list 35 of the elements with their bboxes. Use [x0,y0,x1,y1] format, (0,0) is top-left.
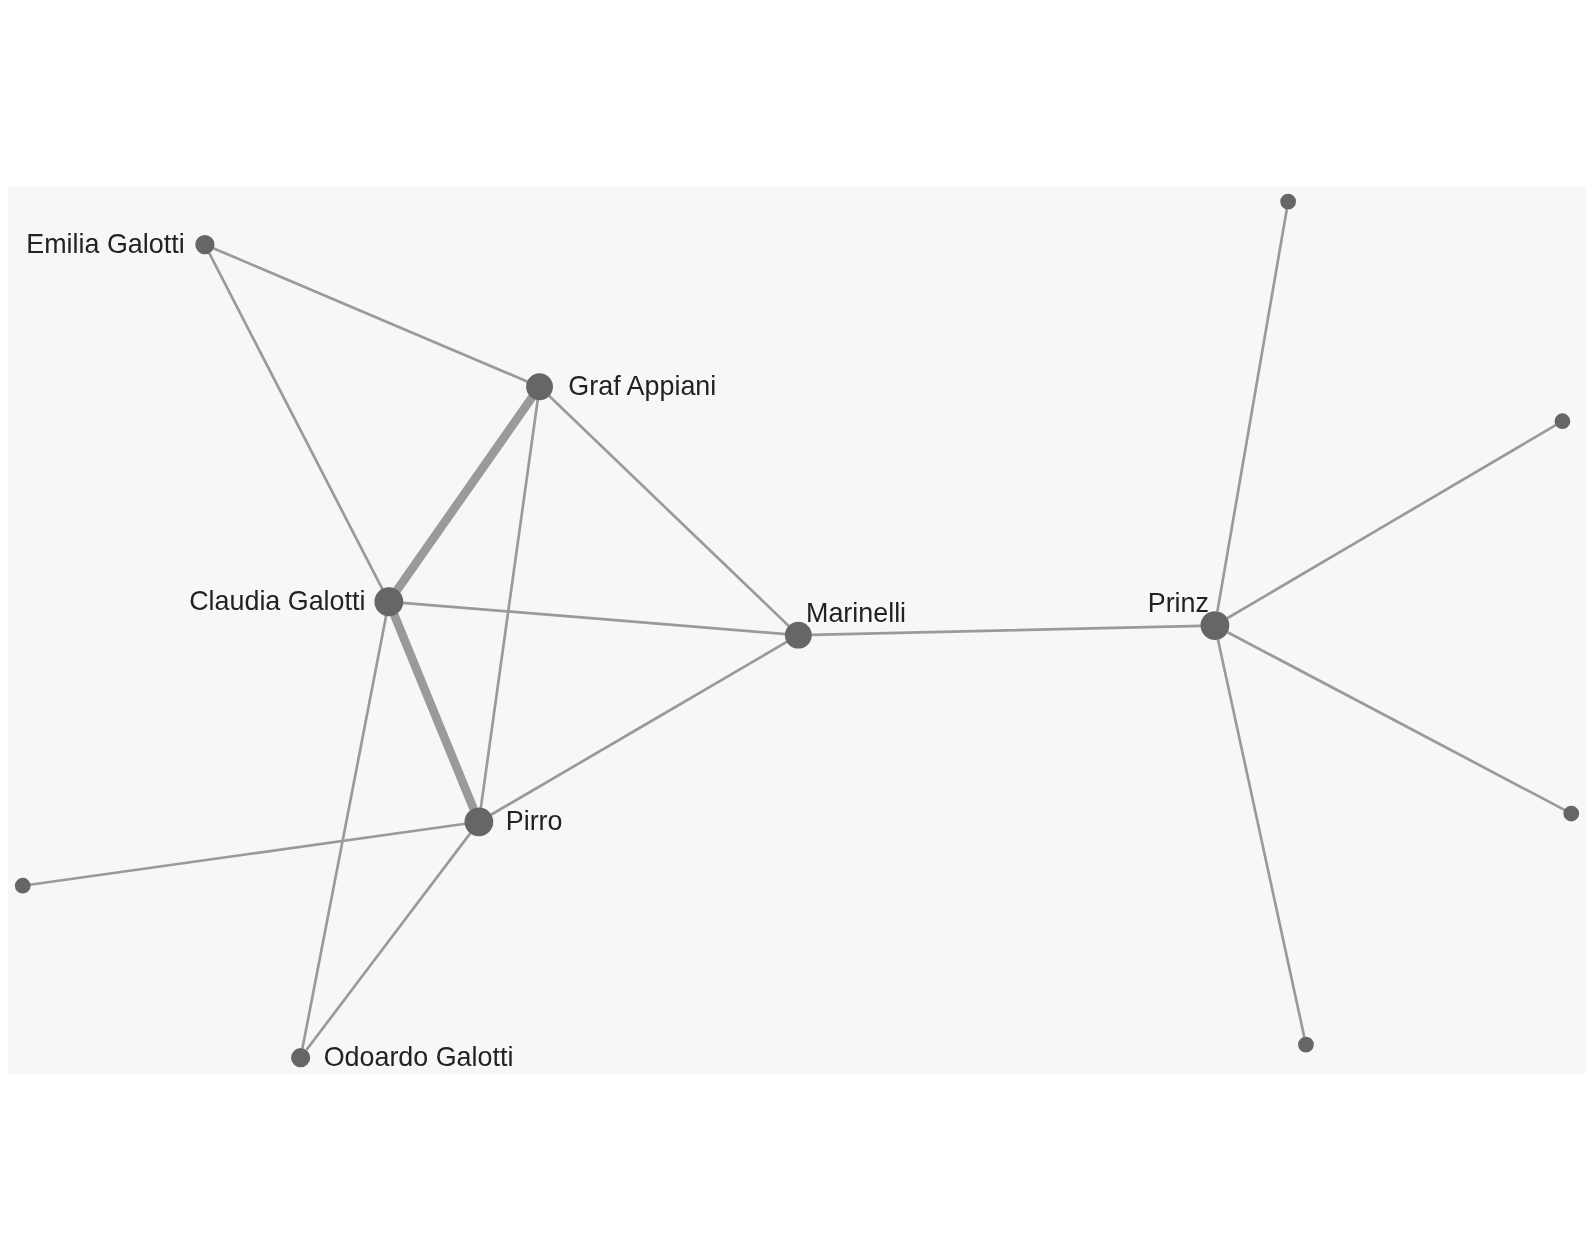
node-circle [1200,610,1230,640]
node-label: Odoardo Galotti [323,1041,514,1072]
connector [402,601,786,635]
node-circle [14,877,31,894]
connector [490,639,789,816]
connector [547,394,790,627]
node-circle [526,372,553,400]
node-circle [195,234,215,254]
node-label: Graf Appiani [568,370,717,401]
node-circle [1280,193,1296,209]
node-circle [1554,412,1571,429]
node-label: Emilia Galotti [26,228,185,259]
connector [305,831,472,1051]
node-circle [464,806,494,836]
node-circle [291,1047,311,1067]
node-circle [784,621,812,649]
connector [212,246,529,383]
node-label: Pirro [505,805,563,836]
connector [1227,630,1566,811]
connector [1216,638,1306,1038]
connector [301,614,388,1049]
connector [207,251,384,590]
node-circle [374,586,404,616]
connector [1216,207,1289,612]
node-circle [1298,1036,1314,1052]
node-label: Marinelli [806,597,907,628]
node-label: Claudia Galotti [189,585,366,616]
node-label: Prinz [1147,587,1209,618]
connector [393,394,536,593]
connector [811,624,1202,636]
node-circle [1563,805,1580,821]
connector [479,398,540,809]
connector [1226,423,1557,619]
connector [29,821,466,886]
connector [389,612,478,811]
